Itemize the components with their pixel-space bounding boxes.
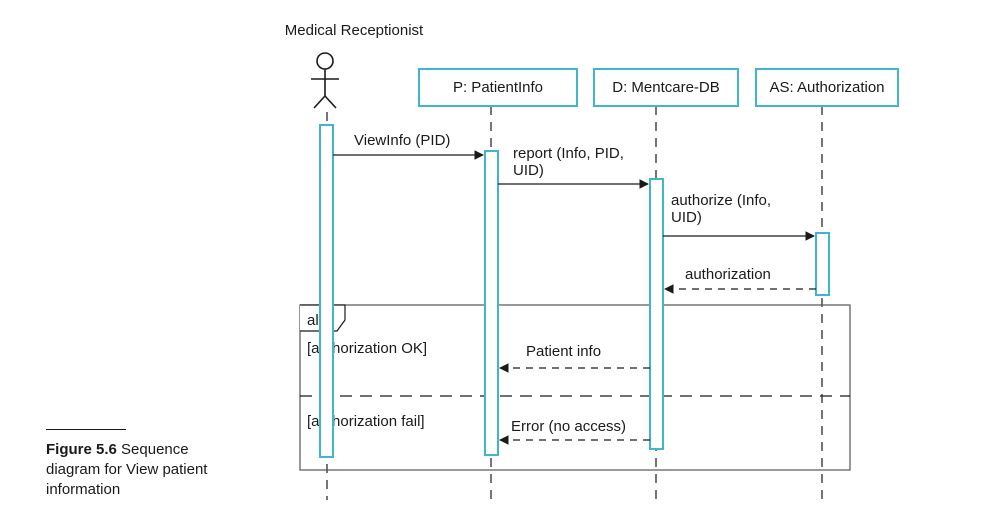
message-viewinfo: ViewInfo (PID)	[333, 132, 484, 160]
guard-authorization-fail: [authorization fail]	[307, 413, 425, 430]
actor-label: Medical Receptionist	[285, 22, 424, 39]
message-label: Patient info	[526, 343, 601, 360]
caption-text: Sequence diagram for View patient inform…	[46, 441, 208, 498]
figure-caption: Figure 5.6 Sequence diagram for View pat…	[46, 440, 246, 500]
object-authorization: AS: Authorization	[755, 68, 899, 107]
message-label-line1: authorize (Info,	[671, 192, 771, 209]
message-error-return: Error (no access)	[499, 418, 650, 445]
message-authorize: authorize (Info, UID)	[663, 192, 815, 241]
message-patient-info-return: Patient info	[499, 343, 650, 373]
object-label: D: Mentcare-DB	[612, 79, 720, 96]
message-label-line2: UID)	[513, 162, 544, 179]
object-label: AS: Authorization	[769, 79, 884, 96]
object-mentcare-db: D: Mentcare-DB	[593, 68, 739, 107]
caption-rule	[46, 429, 126, 430]
message-label-line1: report (Info, PID,	[513, 145, 624, 162]
activation-authorization	[815, 232, 830, 296]
message-report: report (Info, PID, UID)	[498, 145, 649, 189]
guard-authorization-ok: [authorization OK]	[307, 340, 427, 357]
activation-patientinfo	[484, 150, 499, 456]
message-label: authorization	[685, 266, 771, 283]
message-label: ViewInfo (PID)	[354, 132, 450, 149]
message-label: Error (no access)	[511, 418, 626, 435]
message-label-line2: UID)	[671, 209, 702, 226]
activation-receptionist	[319, 124, 334, 458]
object-label: P: PatientInfo	[453, 79, 543, 96]
object-patientinfo: P: PatientInfo	[418, 68, 578, 107]
caption-label: Figure 5.6	[46, 441, 117, 458]
message-authorization-return: authorization	[664, 266, 816, 294]
stick-figure-icon	[311, 52, 339, 109]
activation-mentcare-db	[649, 178, 664, 450]
alt-fragment: alt [authorization OK] [authorization fa…	[299, 304, 851, 471]
